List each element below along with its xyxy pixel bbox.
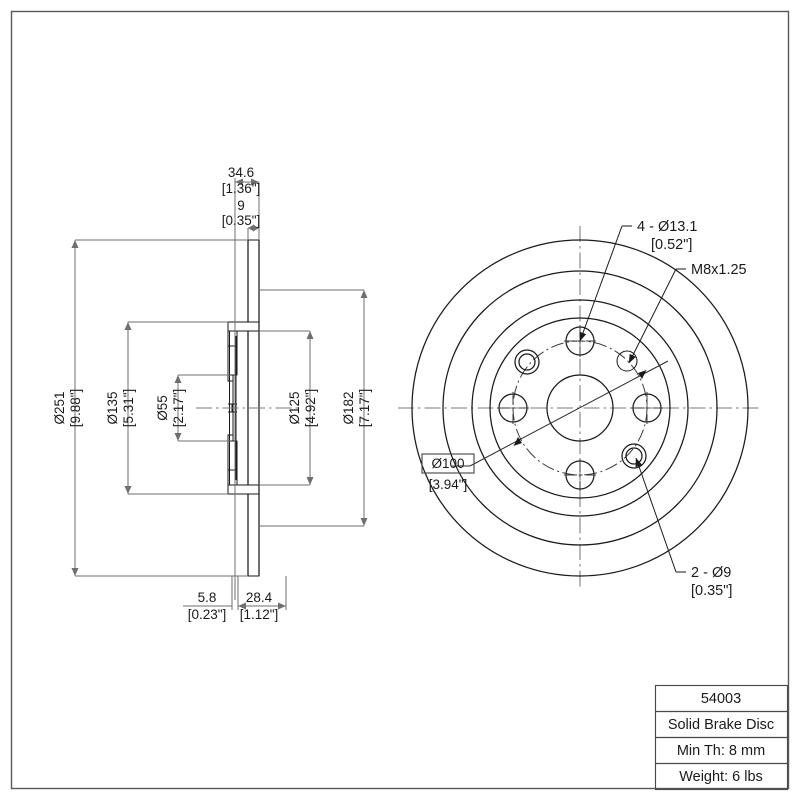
lug-annotation: 4 - Ø13.1 [0.52"]: [579, 219, 697, 342]
left-dimension-group: Ø251 [9.88"] Ø135 [5.31"] Ø55 [2.17"]: [52, 239, 248, 577]
lug-hole-group: [497, 325, 663, 491]
lug-hole-top: [564, 325, 596, 357]
dim-5-8-metric: 5.8: [198, 590, 217, 605]
small-hole-annotation-line1: 2 - Ø9: [691, 565, 731, 581]
dim-55-metric: Ø55: [155, 395, 170, 421]
dim-28-4-metric: 28.4: [246, 590, 273, 605]
bottom-dimension-group: 5.8 [0.23"] 28.4 [1.12"]: [183, 576, 287, 622]
threaded-hole-lower-right: [621, 443, 647, 469]
bolt-circle-dimension: Ø100 [3.94"]: [421, 360, 669, 492]
title-block: 54003 Solid Brake Disc Min Th: 8 mm Weig…: [654, 684, 789, 791]
lug-hole-left: [497, 392, 529, 424]
front-view-geometry: [398, 226, 762, 590]
dim-125-imperial: [4.92"]: [303, 389, 318, 428]
outer-diameter-circle: [411, 239, 749, 577]
small-hole-group: [616, 350, 638, 372]
small-hole-annotation: 2 - Ø9 [0.35"]: [635, 457, 732, 599]
dim-125-metric: Ø125: [287, 391, 302, 424]
center-bore-circle: [546, 374, 614, 442]
threaded-hole-upper-left: [514, 349, 540, 375]
dim-251-metric: Ø251: [52, 391, 67, 424]
lug-annotation-line1: 4 - Ø13.1: [637, 219, 697, 235]
right-dimension-group: Ø125 [4.92"] Ø182 [7.17"]: [259, 289, 372, 527]
hat-face-circle: [489, 317, 671, 499]
title-block-description: Solid Brake Disc: [668, 717, 774, 733]
dim-135-imperial: [5.31"]: [121, 389, 136, 428]
lug-annotation-line2: [0.52"]: [651, 237, 692, 253]
dim-55-imperial: [2.17"]: [171, 389, 186, 428]
sheet-border: [10, 10, 790, 790]
bolt-circle-metric: Ø100: [431, 456, 464, 471]
dim-182-metric: Ø182: [341, 391, 356, 424]
dim-182-imperial: [7.17"]: [357, 389, 372, 428]
small-hole-upper-right: [616, 350, 638, 372]
dim-5-8-imperial: [0.23"]: [188, 607, 227, 622]
hat-outer-circle: [471, 299, 689, 517]
dim-34-6-metric: 34.6: [228, 165, 254, 180]
title-block-min-thickness: Min Th: 8 mm: [677, 743, 765, 759]
title-block-weight: Weight: 6 lbs: [679, 769, 763, 785]
bolt-circle-dim-box: [421, 453, 475, 474]
dim-9-metric: 9: [237, 198, 245, 213]
section-view-geometry: [196, 178, 300, 600]
dim-251-imperial: [9.88"]: [68, 389, 83, 428]
lug-hole-right: [631, 392, 663, 424]
thread-annotation-line1: M8x1.25: [691, 262, 747, 278]
title-block-part-number: 54003: [701, 691, 741, 707]
threaded-hole-group: [514, 349, 647, 469]
dim-28-4-imperial: [1.12"]: [240, 607, 279, 622]
dim-34-6-imperial: [1.36"]: [222, 181, 261, 196]
friction-inner-circle: [442, 270, 718, 546]
thread-annotation: M8x1.25: [628, 262, 747, 364]
small-hole-annotation-line2: [0.35"]: [691, 583, 732, 599]
lug-hole-bottom: [564, 459, 596, 491]
dim-135-metric: Ø135: [105, 391, 120, 424]
bolt-circle-imperial: [3.94"]: [429, 477, 468, 492]
dim-9-imperial: [0.35"]: [222, 213, 261, 228]
top-dimension-group: 34.6 [1.36"] 9 [0.35"]: [222, 165, 261, 240]
